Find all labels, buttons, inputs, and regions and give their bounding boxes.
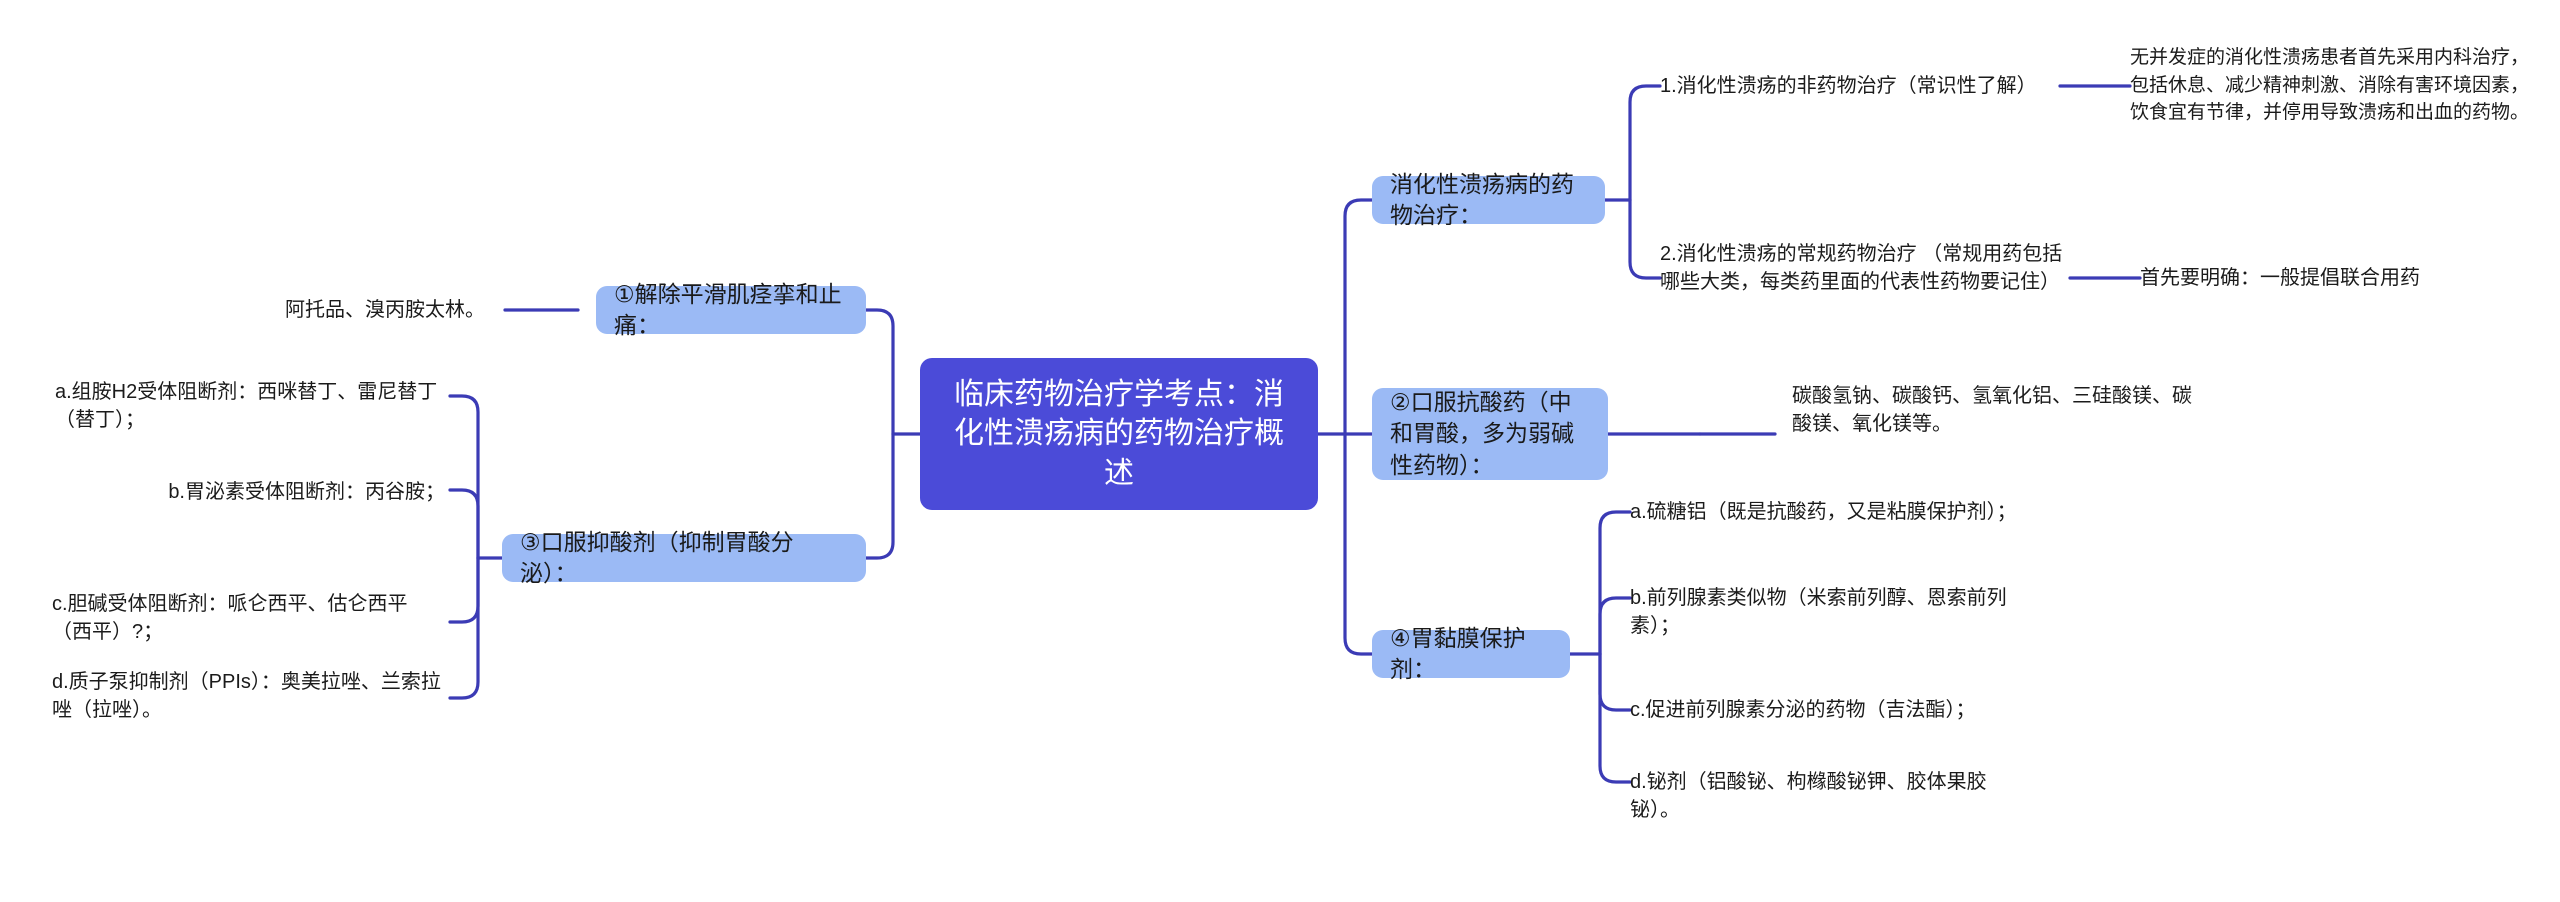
- leaf-routine-drug-therapy-label: 2.消化性溃疡的常规药物治疗 （常规用药包括哪些大类，每类药里面的代表性药物要记…: [1660, 243, 2063, 294]
- branch-node-spasm-label: ①解除平滑肌痉挛和止痛：: [614, 280, 842, 338]
- leaf-mucosa-d[interactable]: d.铋剂（铝酸铋、枸橼酸铋钾、胶体果胶铋）。: [1630, 768, 2030, 825]
- leaf-acid-c[interactable]: c.胆碱受体阻断剂：哌仑西平、估仑西平（西平）?；: [52, 590, 445, 647]
- leaf-routine-detail-label: 首先要明确：一般提倡联合用药: [2140, 267, 2420, 289]
- root-node-label: 临床药物治疗学考点：消化性溃疡病的药物治疗概述: [954, 377, 1284, 490]
- leaf-non-drug-detail-label: 无并发症的消化性溃疡患者首先采用内科治疗，包括休息、减少精神刺激、消除有害环境因…: [2130, 47, 2530, 124]
- leaf-routine-drug-therapy[interactable]: 2.消化性溃疡的常规药物治疗 （常规用药包括哪些大类，每类药里面的代表性药物要记…: [1660, 240, 2072, 297]
- leaf-antacid-list-label: 碳酸氢钠、碳酸钙、氢氧化铝、三硅酸镁、碳酸镁、氧化镁等。: [1792, 385, 2192, 436]
- leaf-acid-b[interactable]: b.胃泌素受体阻断剂：丙谷胺；: [55, 478, 445, 506]
- branch-node-drug-therapy-label: 消化性溃疡病的药物治疗：: [1390, 170, 1574, 228]
- leaf-acid-b-label: b.胃泌素受体阻断剂：丙谷胺；: [168, 481, 445, 503]
- leaf-acid-a[interactable]: a.组胺H2受体阻断剂：西咪替丁、雷尼替丁（替丁）；: [55, 378, 445, 435]
- leaf-acid-d-label: d.质子泵抑制剂（PPIs）：奥美拉唑、兰索拉唑（拉唑）。: [52, 671, 441, 722]
- leaf-non-drug-therapy-label: 1.消化性溃疡的非药物治疗（常识性了解）: [1660, 75, 2037, 97]
- root-node[interactable]: 临床药物治疗学考点：消化性溃疡病的药物治疗概述: [920, 358, 1318, 510]
- branch-node-acid-suppress-label: ③口服抑酸剂（抑制胃酸分泌）：: [520, 528, 794, 586]
- branch-node-mucosa[interactable]: ④胃黏膜保护剂：: [1372, 625, 1570, 682]
- leaf-acid-a-label: a.组胺H2受体阻断剂：西咪替丁、雷尼替丁（替丁）；: [55, 381, 438, 432]
- branch-node-antacid[interactable]: ②口服抗酸药（中和胃酸，多为弱碱性药物）：: [1372, 388, 1608, 480]
- leaf-spasm-drugs[interactable]: 阿托品、溴丙胺太林。: [145, 296, 485, 324]
- leaf-mucosa-b[interactable]: b.前列腺素类似物（米索前列醇、恩索前列素）；: [1630, 584, 2030, 641]
- branch-node-mucosa-label: ④胃黏膜保护剂：: [1390, 624, 1526, 682]
- leaf-mucosa-a[interactable]: a.硫糖铝（既是抗酸药，又是粘膜保护剂）；: [1630, 498, 2050, 526]
- leaf-acid-c-label: c.胆碱受体阻断剂：哌仑西平、估仑西平（西平）?；: [52, 593, 408, 644]
- leaf-non-drug-therapy[interactable]: 1.消化性溃疡的非药物治疗（常识性了解）: [1660, 72, 2060, 100]
- branch-node-acid-suppress[interactable]: ③口服抑酸剂（抑制胃酸分泌）：: [502, 529, 866, 586]
- leaf-routine-detail[interactable]: 首先要明确：一般提倡联合用药: [2140, 264, 2540, 292]
- leaf-spasm-drugs-label: 阿托品、溴丙胺太林。: [285, 299, 485, 321]
- leaf-antacid-list[interactable]: 碳酸氢钠、碳酸钙、氢氧化铝、三硅酸镁、碳酸镁、氧化镁等。: [1792, 382, 2196, 439]
- branch-node-spasm[interactable]: ①解除平滑肌痉挛和止痛：: [596, 281, 866, 338]
- branch-node-antacid-label: ②口服抗酸药（中和胃酸，多为弱碱性药物）：: [1390, 389, 1574, 478]
- leaf-non-drug-detail[interactable]: 无并发症的消化性溃疡患者首先采用内科治疗，包括休息、减少精神刺激、消除有害环境因…: [2130, 44, 2530, 127]
- leaf-mucosa-b-label: b.前列腺素类似物（米索前列醇、恩索前列素）；: [1630, 587, 2007, 638]
- leaf-mucosa-d-label: d.铋剂（铝酸铋、枸橼酸铋钾、胶体果胶铋）。: [1630, 771, 1987, 822]
- leaf-mucosa-c[interactable]: c.促进前列腺素分泌的药物（吉法酯）；: [1630, 696, 2050, 724]
- leaf-mucosa-a-label: a.硫糖铝（既是抗酸药，又是粘膜保护剂）；: [1630, 501, 2017, 523]
- leaf-acid-d[interactable]: d.质子泵抑制剂（PPIs）：奥美拉唑、兰索拉唑（拉唑）。: [52, 668, 445, 725]
- branch-node-drug-therapy[interactable]: 消化性溃疡病的药物治疗：: [1372, 171, 1605, 228]
- leaf-mucosa-c-label: c.促进前列腺素分泌的药物（吉法酯）；: [1630, 699, 1976, 721]
